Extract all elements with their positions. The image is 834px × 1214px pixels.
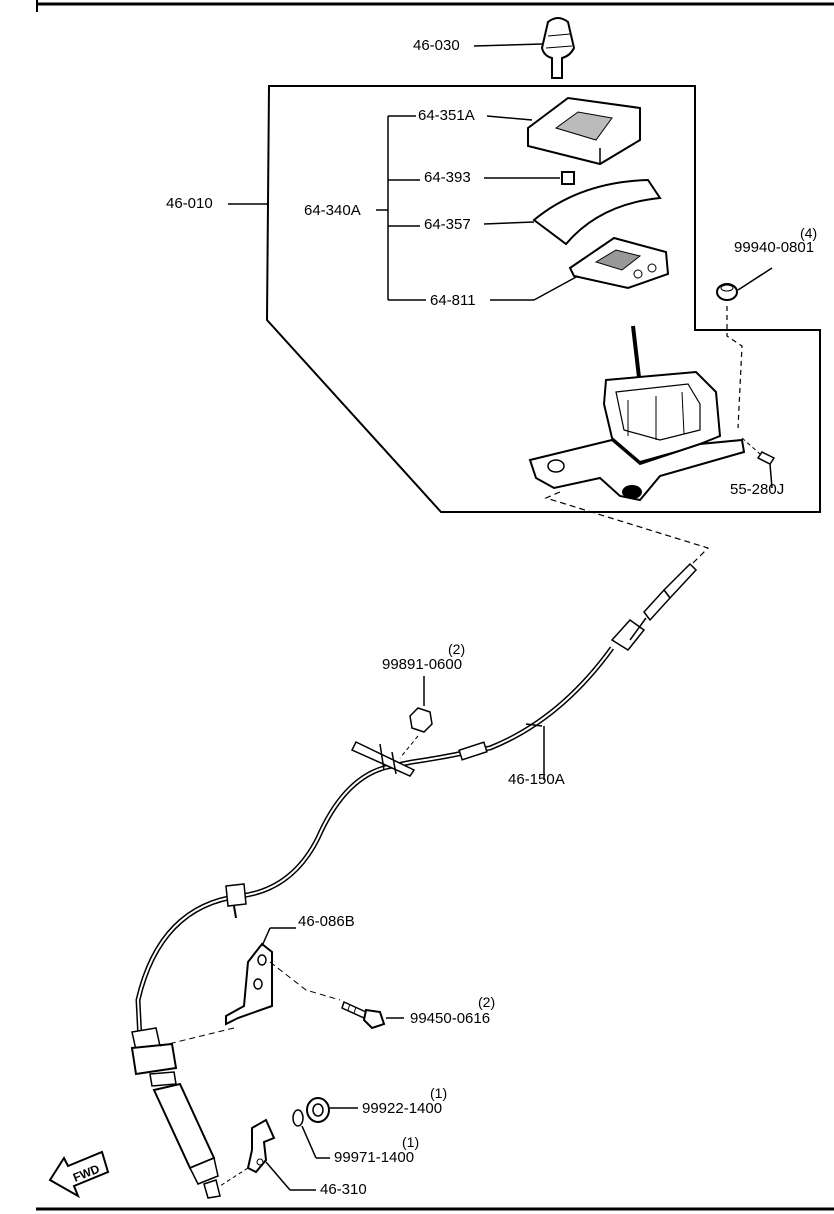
lever-dash-line	[219, 1167, 249, 1187]
label-bolt-nut: 99891-0600	[382, 656, 463, 673]
qty-bolt-nut: (2)	[448, 641, 466, 657]
clip-part	[756, 451, 776, 465]
label-slide-cover: 64-357	[424, 216, 471, 233]
bracket-part	[225, 942, 273, 1026]
label-select-cable: 46-150A	[508, 771, 565, 788]
bracket-dash-line-2	[159, 1027, 235, 1047]
label-clip: 55-280J	[730, 481, 785, 498]
bracket-dash-line	[269, 961, 341, 1001]
lever-part	[246, 1118, 276, 1174]
top-nut-part	[716, 283, 738, 301]
qty-small-nut: (1)	[430, 1085, 448, 1101]
forward-arrow-icon: FWD	[48, 1150, 110, 1199]
washer-part	[292, 1109, 304, 1127]
qty-bolt: (2)	[478, 994, 496, 1010]
shifter-mechanism-part	[528, 325, 746, 502]
label-bulb: 64-393	[424, 169, 471, 186]
label-bolt: 99450-0616	[410, 1010, 491, 1027]
bolt-nut-dash-line	[399, 735, 419, 759]
label-shift-assembly: 46-010	[166, 195, 213, 212]
shift-knob-part	[540, 17, 576, 79]
slide-cover-part	[532, 178, 662, 246]
label-lever: 46-310	[320, 1181, 367, 1198]
small-nut-part	[306, 1097, 330, 1123]
qty-washer: (1)	[402, 1134, 420, 1150]
label-indicator-sub: 64-340A	[304, 202, 361, 219]
label-indicator-base: 64-811	[430, 292, 476, 309]
label-top-nut: 99940-0801	[734, 239, 815, 256]
bolt-nut-part	[409, 707, 433, 733]
qty-top-nut: (4)	[800, 225, 818, 241]
indicator-base-part	[568, 236, 670, 290]
label-small-nut: 99922-1400	[362, 1100, 443, 1117]
indicator-panel-part	[527, 96, 641, 166]
cable-dash-line	[544, 491, 710, 567]
nut-dash-line	[726, 306, 743, 429]
select-cable-part	[130, 562, 698, 1199]
leader-lines	[228, 43, 773, 1191]
label-washer: 99971-1400	[334, 1149, 415, 1166]
bulb-part	[561, 171, 575, 185]
bolt-part	[341, 1000, 386, 1030]
assembly-outline	[265, 85, 821, 513]
label-bracket: 46-086B	[298, 913, 355, 930]
label-shift-knob: 46-030	[413, 37, 460, 54]
label-indicator-panel: 64-351A	[418, 107, 475, 124]
